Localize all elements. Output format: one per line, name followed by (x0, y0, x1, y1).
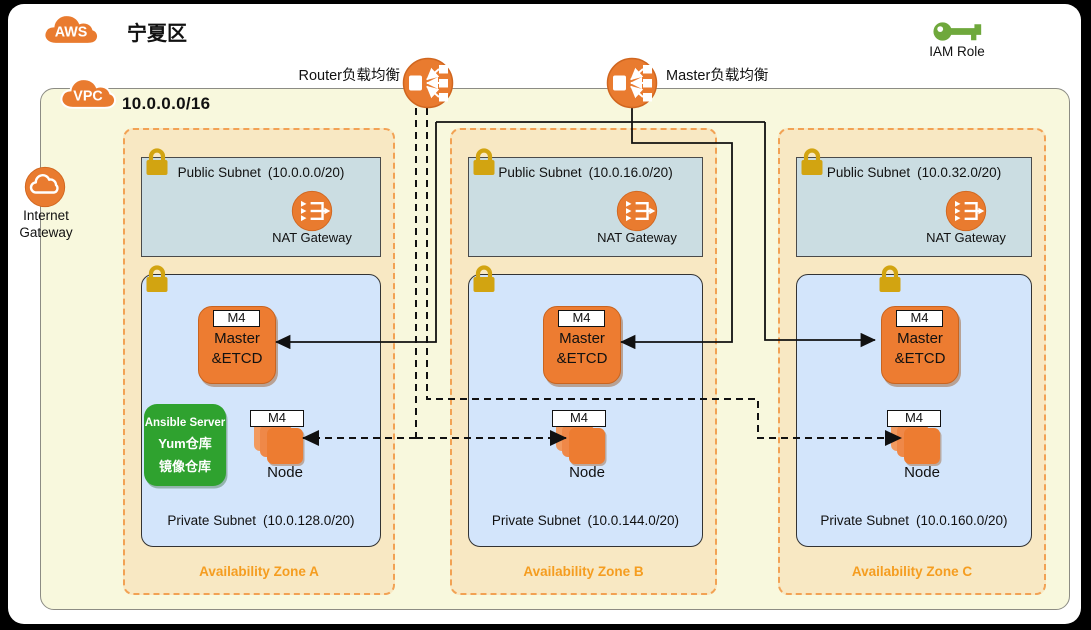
private-subnet-b-title: Private Subnet(10.0.144.0/20) (491, 513, 680, 528)
aws-cloud-logo: AWS (43, 14, 99, 45)
master-etcd-instance-a: M4 Master &ETCD (198, 306, 276, 384)
master-etcd-label: Master &ETCD (556, 330, 608, 367)
master-lb-label: Master负载均衡 (666, 68, 769, 84)
svg-text:AWS: AWS (55, 25, 88, 41)
node-label: Node (267, 464, 303, 481)
internet-gateway-label: Internet Gateway (19, 208, 73, 240)
nat-gateway-icon (616, 190, 658, 232)
node-instance-c: M4 (887, 410, 957, 466)
instance-type-tag: M4 (887, 410, 941, 427)
availability-zone-a: Public Subnet(10.0.0.0/20) NAT Gateway M… (123, 128, 395, 595)
instance-type-tag: M4 (552, 410, 606, 427)
public-subnet-c-title: Public Subnet(10.0.32.0/20) (826, 165, 1002, 180)
node-instance-a: M4 (250, 410, 320, 466)
nat-gateway-label: NAT Gateway (597, 230, 677, 245)
node-label: Node (569, 464, 605, 481)
master-etcd-instance-c: M4 Master &ETCD (881, 306, 959, 384)
ansible-server: Ansible Server Yum仓库 镜像仓库 (144, 404, 226, 486)
lock-icon (473, 148, 495, 175)
region-title: 宁夏区 (127, 23, 187, 45)
availability-zone-c-label: Availability Zone C (851, 564, 973, 579)
iam-role-key-icon (933, 22, 982, 41)
master-etcd-label: Master &ETCD (894, 330, 946, 367)
master-etcd-instance-b: M4 Master &ETCD (543, 306, 621, 384)
nat-gateway-label: NAT Gateway (272, 230, 352, 245)
master-etcd-label: Master &ETCD (211, 330, 263, 367)
router-lb-label: Router负载均衡 (298, 68, 400, 84)
router-load-balancer-icon (402, 57, 454, 109)
public-subnet-a-title: Public Subnet(10.0.0.0/20) (177, 165, 345, 180)
availability-zone-c: Public Subnet(10.0.32.0/20) NAT Gateway … (778, 128, 1046, 595)
availability-zone-b: Public Subnet(10.0.16.0/20) NAT Gateway … (450, 128, 717, 595)
iam-role-label: IAM Role (929, 44, 985, 59)
vpc-cloud-icon: VPC (60, 78, 116, 109)
node-instance-b: M4 (552, 410, 622, 466)
instance-type-tag: M4 (896, 310, 943, 327)
lock-icon (879, 265, 901, 292)
private-subnet-a-title: Private Subnet(10.0.128.0/20) (167, 513, 355, 528)
availability-zone-b-label: Availability Zone B (523, 564, 644, 579)
instance-type-tag: M4 (558, 310, 605, 327)
private-subnet-c-title: Private Subnet(10.0.160.0/20) (820, 513, 1008, 528)
lock-icon (146, 148, 168, 175)
vpc-cidr: 10.0.0.0/16 (122, 94, 211, 113)
master-load-balancer-icon (606, 57, 658, 109)
lock-icon (146, 265, 168, 292)
public-subnet-b-title: Public Subnet(10.0.16.0/20) (498, 165, 673, 180)
internet-gateway-icon (24, 166, 66, 208)
availability-zone-a-label: Availability Zone A (199, 564, 319, 579)
lock-icon (801, 148, 823, 175)
nat-gateway-icon (945, 190, 987, 232)
nat-gateway-icon (291, 190, 333, 232)
instance-type-tag: M4 (250, 410, 304, 427)
nat-gateway-label: NAT Gateway (926, 230, 1006, 245)
svg-text:VPC: VPC (73, 89, 102, 105)
lock-icon (473, 265, 495, 292)
instance-type-tag: M4 (213, 310, 260, 327)
node-label: Node (904, 464, 940, 481)
